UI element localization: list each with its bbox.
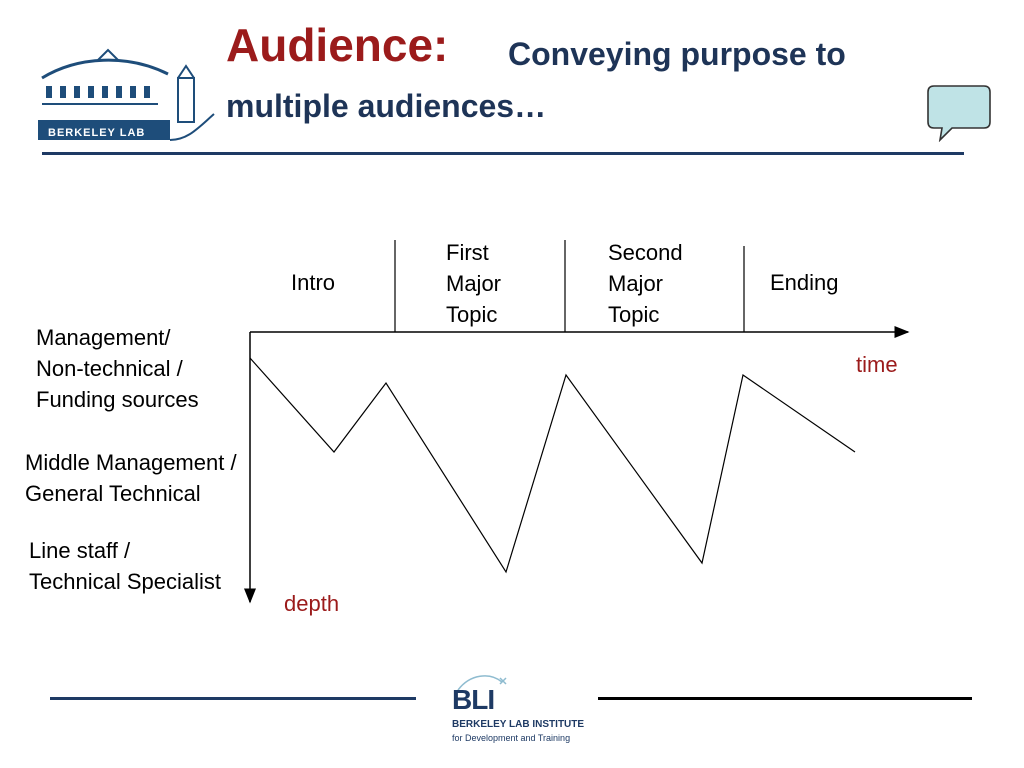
bli-logo-swoosh-icon: [457, 675, 507, 691]
speech-bubble-icon: [927, 85, 991, 142]
page-subtitle-line2: multiple audiences…: [226, 88, 547, 124]
row-label-middle-management: Middle Management / General Technical: [25, 450, 237, 506]
berkeley-lab-logo: [38, 48, 215, 141]
y-axis-label: depth: [284, 591, 340, 616]
footer-rule-left: [50, 697, 416, 700]
row-label-line-staff: Line staff / Technical Specialist: [29, 538, 221, 594]
page-subtitle-line1: Conveying purpose to: [508, 36, 846, 72]
column-label-ending: Ending: [770, 270, 839, 295]
logo-caption: BERKELEY LAB: [48, 127, 146, 139]
x-axis-label: time: [856, 352, 898, 377]
bli-logo-text: BLI: [452, 684, 495, 715]
column-label-intro: Intro: [291, 270, 336, 295]
column-label-second-major-topic: Second Major Topic: [608, 240, 683, 327]
bli-name: BERKELEY LAB INSTITUTE: [452, 719, 585, 730]
bli-tagline: for Development and Training: [452, 733, 571, 743]
footer-rule-right: [598, 697, 972, 700]
row-label-management: Management/ Non-technical / Funding sour…: [36, 325, 199, 412]
page-title: Audience:: [226, 19, 449, 71]
header-rule: [42, 152, 964, 155]
depth-zigzag-line: [249, 357, 856, 574]
column-label-first-major-topic: First Major Topic: [446, 240, 502, 327]
